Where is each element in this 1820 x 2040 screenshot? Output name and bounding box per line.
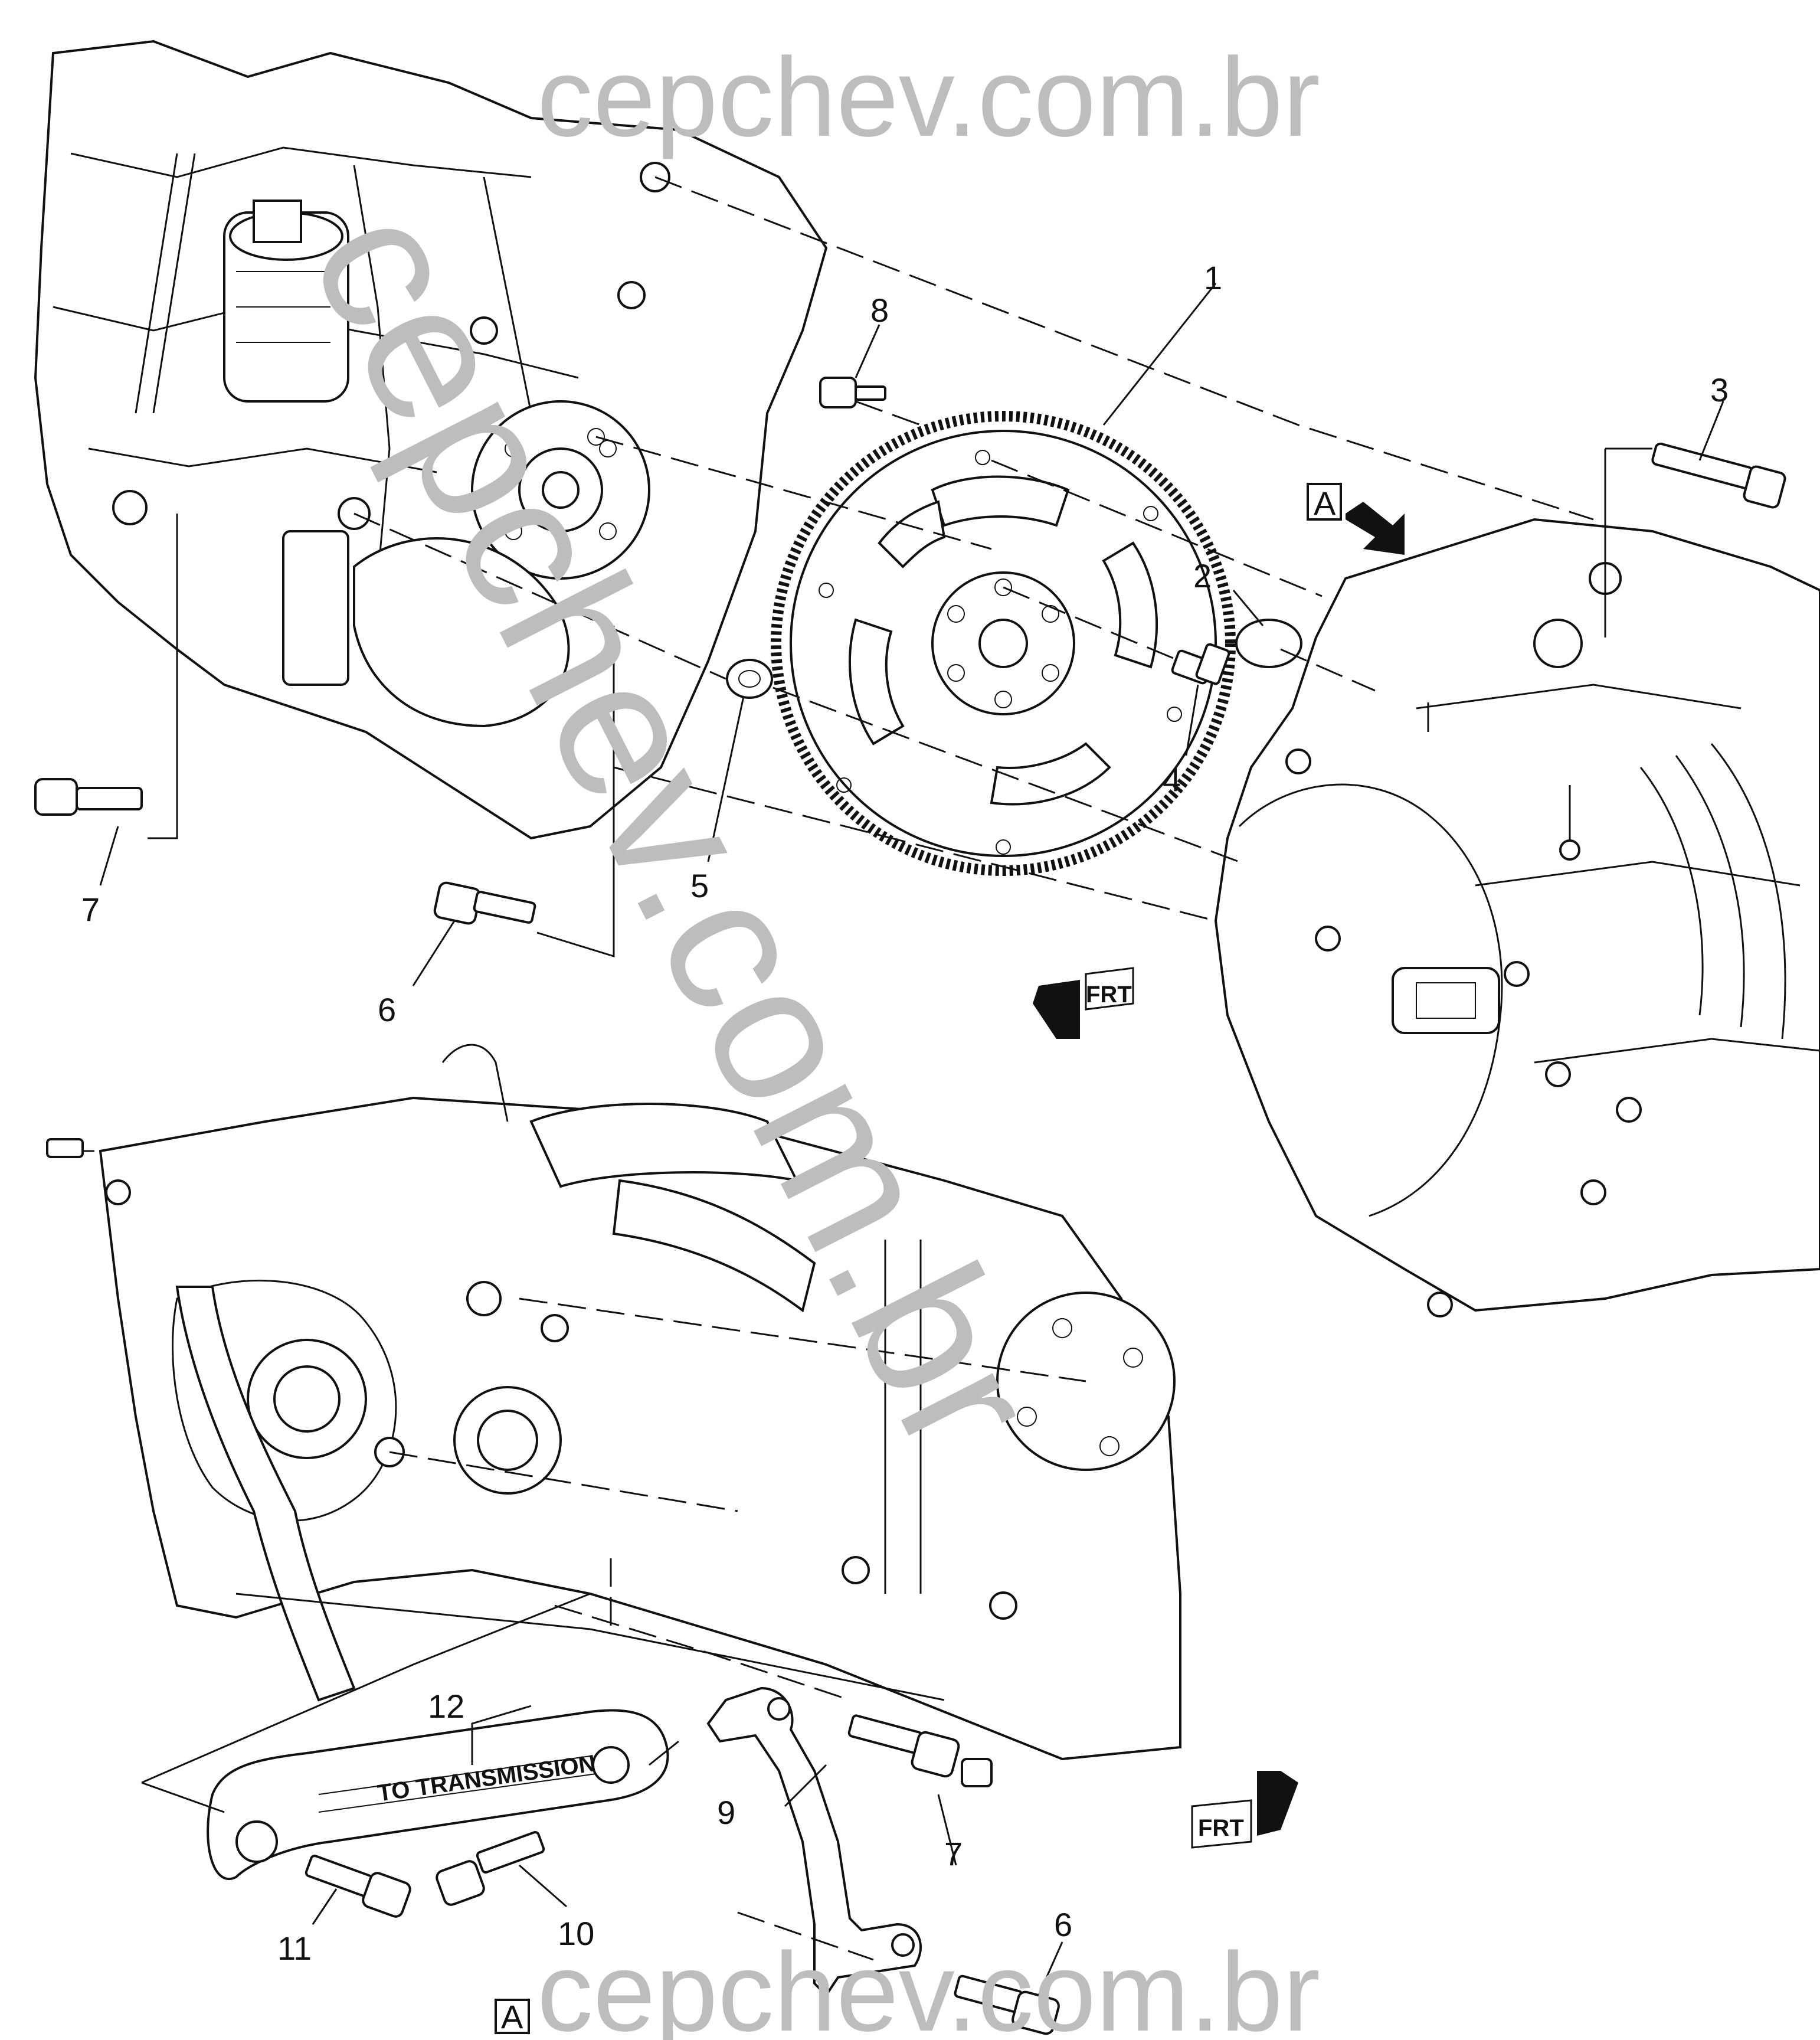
- bushing-5: [726, 659, 773, 699]
- leader-lines: [99, 283, 1724, 1996]
- callout-9: 9: [717, 1794, 735, 1831]
- bracket-9: [706, 1686, 922, 1998]
- callout-7-upper: 7: [81, 891, 100, 928]
- callout-7-lower: 7: [944, 1835, 963, 1872]
- callout-10: 10: [558, 1915, 594, 1952]
- plug-4: [1171, 643, 1230, 685]
- bolt-7-upper: [34, 778, 143, 816]
- assembly-lines: [141, 176, 1652, 1961]
- callout-labels: 1 2 3 4 5 6 7 8 9 10 11 12 7 6: [81, 259, 1729, 1967]
- callout-4: 4: [1163, 761, 1181, 798]
- bolt-10: [436, 1830, 545, 1906]
- view-a-arrow-icon: A: [1307, 483, 1405, 555]
- watermark-top: cepchev.com.br: [537, 35, 1320, 160]
- view-a-box: A: [495, 1998, 530, 2035]
- dust-cover-2: [1235, 619, 1302, 668]
- frt-label-middle: FRT: [1086, 982, 1132, 1008]
- view-a-label-bottom: A: [501, 1998, 523, 2035]
- bolt-3: [1651, 442, 1786, 509]
- callout-2: 2: [1193, 557, 1212, 594]
- bolt-6-lower: [954, 1974, 1060, 2035]
- engine-block-upper: [34, 40, 828, 840]
- callout-12: 12: [428, 1688, 464, 1725]
- front-arrow-icon: FRT: [1033, 967, 1134, 1039]
- callout-5: 5: [690, 867, 709, 904]
- view-a-label-top: A: [1314, 485, 1336, 522]
- transmission: [1214, 518, 1820, 1318]
- bolt-11: [305, 1854, 411, 1918]
- engine-transmission-assembly-lower: [46, 1044, 1181, 1761]
- watermark-bottom: cepchev.com.br: [537, 1930, 1320, 2040]
- flywheel: [771, 411, 1236, 876]
- callout-3: 3: [1710, 371, 1729, 408]
- callout-11: 11: [277, 1930, 312, 1967]
- frt-label-lower: FRT: [1198, 1815, 1244, 1841]
- brace-12: TO TRANSMISSION: [207, 1709, 669, 1880]
- front-arrow-icon: FRT: [1191, 1771, 1298, 1849]
- callout-8: 8: [870, 292, 889, 329]
- bolt-8: [819, 377, 886, 408]
- bolt-7-lower: [847, 1714, 993, 1787]
- callout-6-upper: 6: [378, 991, 396, 1028]
- bolt-6-upper: [433, 881, 536, 925]
- callout-1: 1: [1204, 259, 1222, 296]
- callout-6-lower: 6: [1054, 1906, 1072, 1943]
